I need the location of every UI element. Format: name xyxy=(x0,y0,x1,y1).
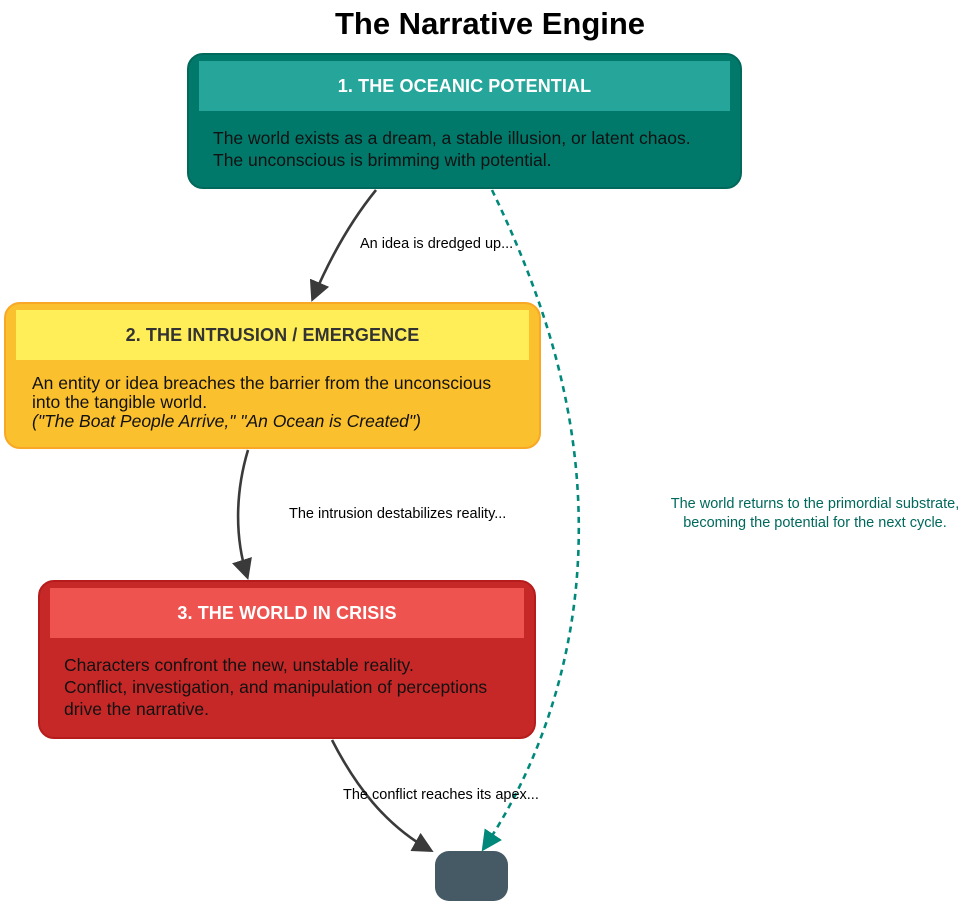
edge-label-cycle: The world returns to the primordial subs… xyxy=(650,495,980,533)
node-intrusion-body: An entity or idea breaches the barrier f… xyxy=(32,374,491,431)
edge-oceanic-to-intrusion xyxy=(309,189,378,302)
edge-label-destabilizes: The intrusion destabilizes reality... xyxy=(289,506,507,522)
node-intrusion-emergence: 2. THE INTRUSION / EMERGENCE An entity o… xyxy=(4,302,541,449)
node-oceanic-heading: 1. THE OCEANIC POTENTIAL xyxy=(199,61,730,111)
node-intrusion-examples: ("The Boat People Arrive," "An Ocean is … xyxy=(32,411,421,431)
edge-label-dredged: An idea is dredged up... xyxy=(360,236,514,252)
edge-label-apex: The conflict reaches its apex... xyxy=(343,787,539,803)
edge-intrusion-to-crisis xyxy=(232,449,252,580)
node-end xyxy=(435,851,508,901)
edge-cycle-back xyxy=(481,189,581,852)
node-crisis-heading: 3. THE WORLD IN CRISIS xyxy=(50,588,524,638)
node-intrusion-line: An entity or idea breaches the barrier f… xyxy=(32,373,492,393)
edge-label-cycle-line: The world returns to the primordial subs… xyxy=(670,496,960,512)
node-intrusion-heading: 2. THE INTRUSION / EMERGENCE xyxy=(16,310,529,360)
node-world-in-crisis: 3. THE WORLD IN CRISIS Characters confro… xyxy=(38,580,536,739)
node-oceanic-body: The world exists as a dream, a stable il… xyxy=(213,127,691,171)
node-oceanic-line: The world exists as a dream, a stable il… xyxy=(213,128,691,148)
node-oceanic-potential: 1. THE OCEANIC POTENTIAL The world exist… xyxy=(187,53,742,189)
diagram-title: The Narrative Engine xyxy=(334,6,646,41)
node-crisis-body: Characters confront the new, unstable re… xyxy=(64,654,487,720)
node-crisis-line: drive the narrative. xyxy=(64,699,209,719)
node-crisis-line: Conflict, investigation, and manipulatio… xyxy=(64,677,488,697)
node-crisis-line: Characters confront the new, unstable re… xyxy=(64,655,414,675)
edge-crisis-to-end xyxy=(330,739,434,853)
edge-label-cycle-line: becoming the potential for the next cycl… xyxy=(683,515,947,531)
node-intrusion-line: into the tangible world. xyxy=(32,392,208,412)
node-oceanic-line: The unconscious is brimming with potenti… xyxy=(213,150,552,170)
